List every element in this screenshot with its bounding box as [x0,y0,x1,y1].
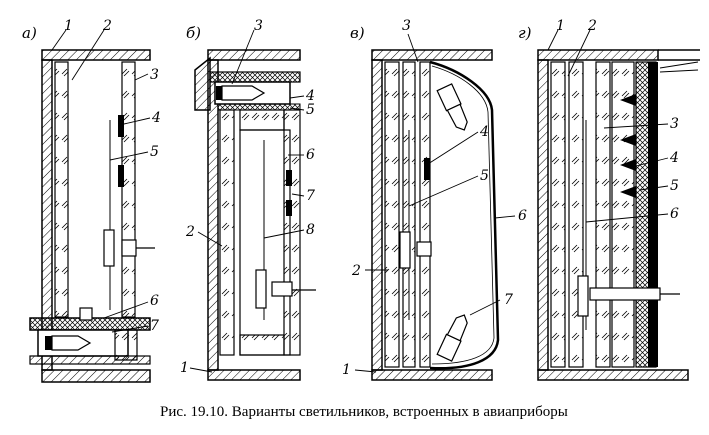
panel-v [354,33,516,381]
label-a-1: 1 [64,18,73,34]
panel-letter-v: в) [350,24,365,42]
label-a-2: 2 [102,18,112,34]
label-a-7: 7 [150,318,159,334]
label-b-8: 8 [306,222,315,238]
label-g-6: 6 [670,206,679,222]
label-g-4: 4 [669,150,679,166]
figure-caption: Рис. 19.10. Варианты светильников, встро… [160,404,568,420]
panel-a [29,29,155,383]
label-a-5: 5 [150,144,159,160]
label-b-3: 3 [254,18,263,34]
label-b-1: 1 [180,360,189,376]
label-b-4: 4 [305,88,315,104]
label-b-7: 7 [306,188,315,204]
label-a-4: 4 [151,110,161,126]
label-v-5: 5 [480,168,489,184]
panel-letter-a: а) [22,24,37,42]
panel-letter-g: г) [518,24,532,42]
label-g-5: 5 [670,178,679,194]
panel-b [189,29,316,381]
label-v-2: 2 [351,263,361,279]
label-v-7: 7 [504,292,513,308]
label-g-3: 3 [670,116,679,132]
label-v-4: 4 [479,124,489,140]
label-b-6: 6 [306,147,315,163]
panel-letter-b: б) [186,24,201,42]
label-v-3: 3 [402,18,411,34]
panel-g [537,29,700,381]
label-g-1: 1 [556,18,565,34]
label-v-1: 1 [342,362,351,378]
label-a-3: 3 [150,67,159,83]
label-b-2: 2 [185,224,195,240]
label-b-5: 5 [306,102,315,118]
label-a-6: 6 [150,293,159,309]
label-g-2: 2 [587,18,597,34]
label-v-6: 6 [518,208,527,224]
